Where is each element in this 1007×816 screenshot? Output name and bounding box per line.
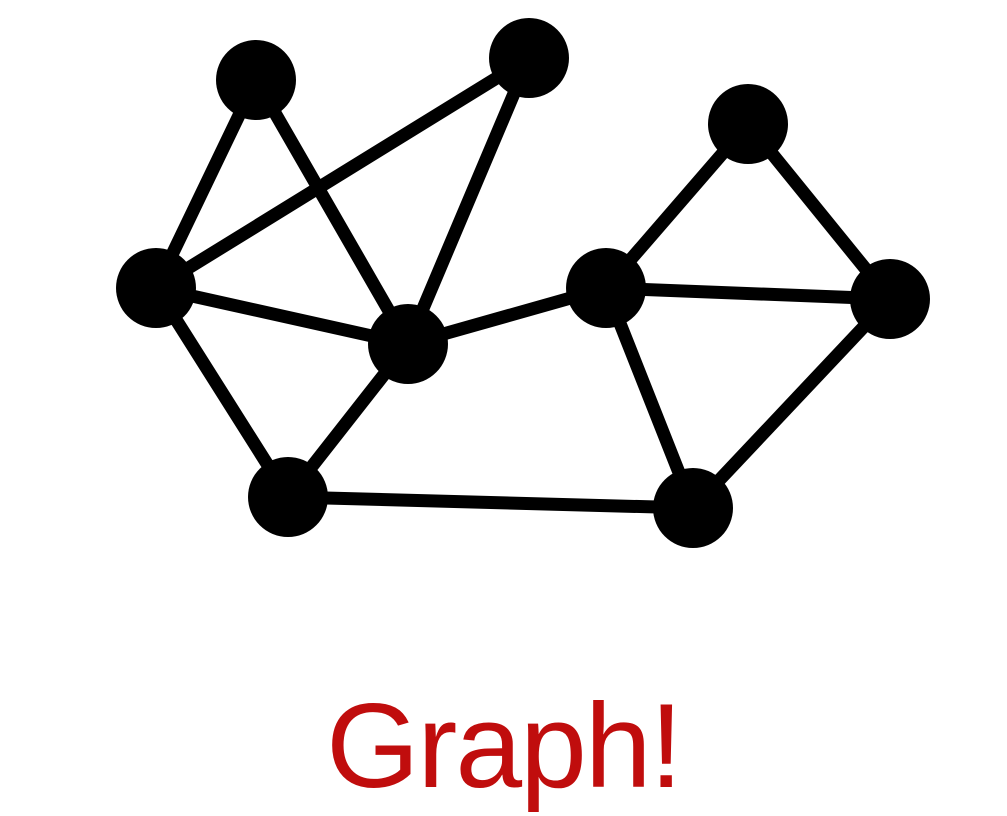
graph-node-n4 (368, 304, 448, 384)
graph-edge-n2-n4 (401, 51, 536, 351)
graph-node-n9 (653, 468, 733, 548)
graph-node-n3 (116, 248, 196, 328)
graph-edge-n1-n4 (249, 73, 415, 351)
graph-node-n5 (248, 457, 328, 537)
graph-node-n7 (708, 84, 788, 164)
graph-nodes (116, 18, 930, 548)
graph-edge-n6-n8 (599, 281, 897, 306)
network-graph-diagram (116, 18, 930, 548)
graph-edge-n3-n4 (149, 281, 415, 351)
graph-node-n8 (850, 259, 930, 339)
graph-edge-n8-n9 (686, 292, 897, 515)
graph-node-n2 (489, 18, 569, 98)
graph-edge-n2-n3 (149, 51, 536, 295)
graph-node-n1 (216, 40, 296, 120)
graph-edge-n3-n5 (149, 281, 295, 504)
graph-edge-n5-n9 (281, 490, 700, 515)
graph-caption: Graph! (326, 679, 683, 813)
graph-node-n6 (566, 248, 646, 328)
